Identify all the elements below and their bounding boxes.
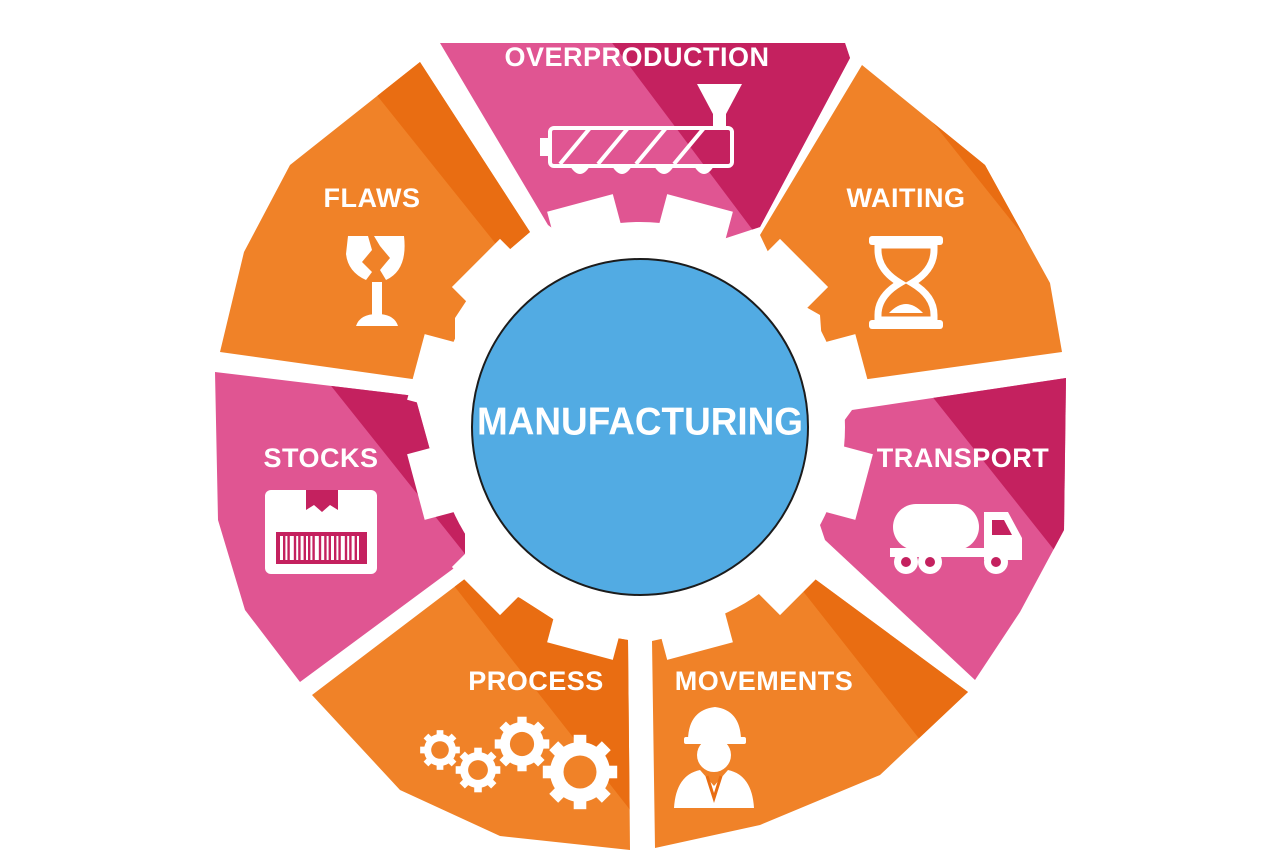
segment-flaws [220,62,530,385]
segment-waiting [760,65,1062,385]
segment-label-waiting: WAITING [847,183,966,213]
gears-icon [420,716,618,810]
center-circle [471,258,809,596]
segment-label-overproduction: OVERPRODUCTION [504,42,769,72]
segment-label-transport: TRANSPORT [877,443,1050,473]
broken-glass-icon [346,236,405,326]
segments-layer [215,43,1066,850]
barcode-box-icon [265,490,377,574]
segment-label-process: PROCESS [468,666,604,696]
hourglass-icon [869,236,943,329]
center-hub: MANUFACTURING [471,258,809,596]
segment-label-stocks: STOCKS [263,443,378,473]
worker-icon [674,707,754,808]
extruder-icon [540,84,742,174]
center-label: MANUFACTURING [477,400,803,443]
segment-label-movements: MOVEMENTS [675,666,854,696]
segment-process [312,575,630,850]
tanker-truck-icon [890,504,1022,574]
segment-label-flaws: FLAWS [324,183,421,213]
